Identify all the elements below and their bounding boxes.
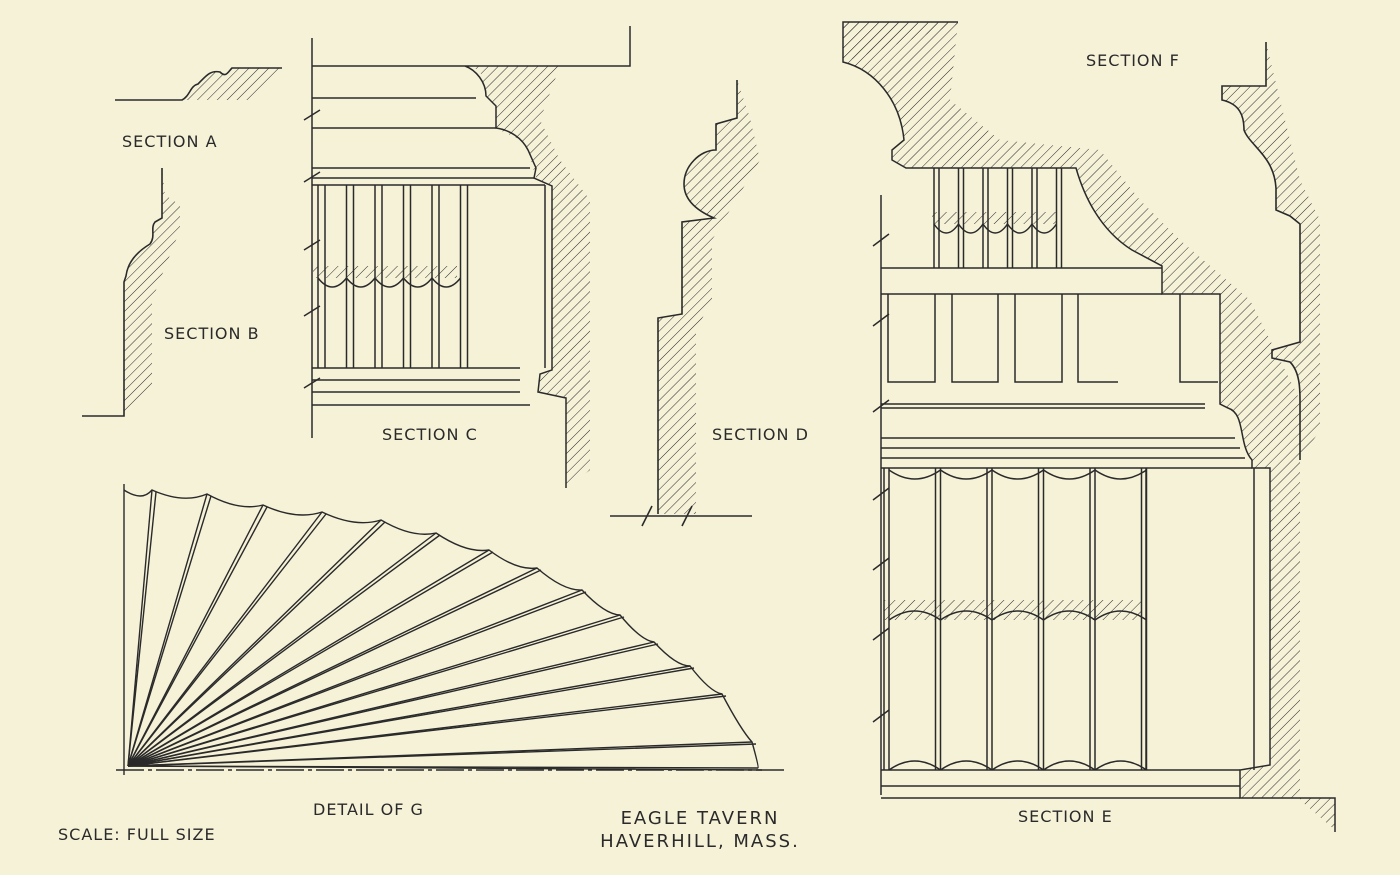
scale-note: SCALE: FULL SIZE (58, 825, 216, 844)
flute-arch-top (888, 469, 941, 480)
flute-arch (431, 277, 462, 288)
section-b-label: SECTION B (164, 324, 260, 343)
section-f-profile (1221, 42, 1320, 460)
section-d-label: SECTION D (712, 425, 809, 444)
fan-ray (127, 551, 494, 767)
fan-ray (127, 765, 763, 771)
fan-ray (127, 743, 757, 767)
section-d-profile (610, 80, 760, 527)
drawing-title: EAGLE TAVERN (620, 808, 780, 829)
flute-arch (1006, 223, 1033, 234)
fan-ray (127, 521, 386, 767)
section-b-profile (82, 168, 180, 417)
flute-arch (982, 223, 1009, 234)
flute-arch (1031, 223, 1058, 234)
flute-arch-bottom (940, 760, 993, 771)
flute-arch-bottom (1043, 760, 1096, 771)
fan-ray (127, 495, 212, 767)
flute-arch (933, 223, 960, 234)
flute-arch-bottom (991, 760, 1044, 771)
flute-arch (402, 277, 433, 288)
fan-ray (127, 513, 327, 767)
section-a-label: SECTION A (122, 132, 218, 151)
flute-arch-top (991, 469, 1044, 480)
fan-ray (127, 667, 695, 767)
flute-arch (317, 277, 348, 288)
flute-arch-top (1094, 469, 1147, 480)
fan-ray (127, 511, 323, 767)
detail-g-fan (116, 484, 785, 775)
fan-ray (127, 534, 441, 767)
flute-arch (345, 277, 376, 288)
fan-ray (127, 569, 542, 767)
section-e-profile (842, 21, 1336, 832)
flute-arch-top (940, 469, 993, 480)
flute-arch-bottom (1094, 760, 1147, 771)
flute-arch-top (1043, 469, 1096, 480)
fan-ray (127, 491, 157, 767)
flute-arch (374, 277, 405, 288)
flute-arch (957, 223, 984, 234)
section-a-profile (115, 67, 282, 101)
fan-ray (127, 616, 625, 767)
fan-ray (127, 506, 268, 767)
fan-ray (127, 695, 727, 767)
section-c-label: SECTION C (382, 425, 478, 444)
flute-arch-bottom (888, 760, 941, 771)
detail-g-label: DETAIL OF G (313, 800, 424, 819)
drawing-subtitle: HAVERHILL, MASS. (600, 831, 800, 852)
fan-ray (127, 591, 587, 767)
section-c-profile (303, 26, 631, 488)
fan-ray (127, 519, 382, 767)
fan-ray (127, 643, 659, 767)
section-e-label: SECTION E (1018, 807, 1113, 826)
fan-ray (127, 504, 264, 767)
fan-ray (127, 493, 208, 767)
section-f-label: SECTION F (1086, 51, 1180, 70)
